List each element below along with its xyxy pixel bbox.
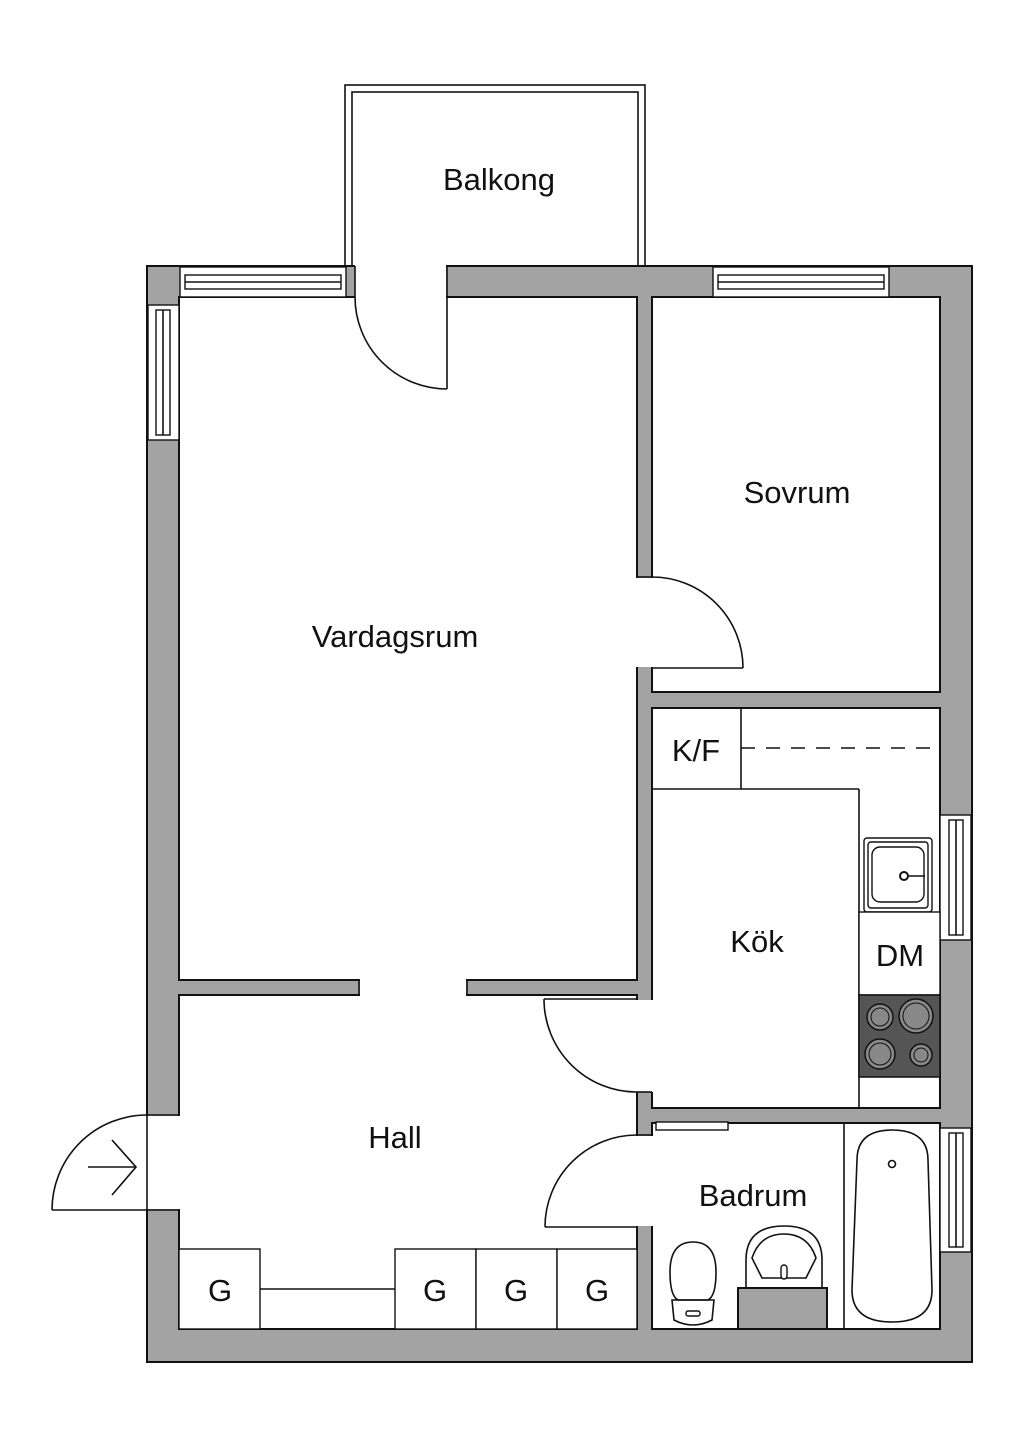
bathroom-sink-icon <box>737 1225 828 1330</box>
closet-label: G <box>208 1273 232 1308</box>
wardrobe-kf-label: K/F <box>672 733 720 768</box>
bathroom-door[interactable] <box>544 1134 638 1228</box>
window-bathroom-interior <box>655 1121 729 1131</box>
wall-openings <box>145 265 654 1226</box>
bathroom-label: Badrum <box>699 1178 808 1213</box>
closet-label: G <box>423 1273 447 1308</box>
kitchen-sink-icon <box>863 837 933 913</box>
balcony-door[interactable] <box>354 296 448 390</box>
kitchen-label: Kök <box>730 924 784 959</box>
closet-label: G <box>585 1273 609 1308</box>
kitchen-door[interactable] <box>543 998 638 1093</box>
window-kitchen <box>939 814 972 941</box>
balcony: Balkong <box>344 84 646 267</box>
entrance-door[interactable] <box>51 1114 148 1211</box>
dishwasher-label: DM <box>876 938 924 973</box>
dishwasher: DM <box>858 911 941 996</box>
toilet-icon <box>669 1241 717 1326</box>
closet-label: G <box>504 1273 528 1308</box>
window-left <box>147 304 180 441</box>
stove-icon <box>858 994 941 1078</box>
bedroom-door[interactable] <box>651 576 744 669</box>
bathtub-icon <box>843 1123 933 1329</box>
window-bathroom <box>939 1127 972 1253</box>
hall-label: Hall <box>368 1120 421 1155</box>
window-top-right <box>712 266 890 298</box>
window-top-left <box>179 266 347 298</box>
entrance-arrow-icon <box>88 1139 138 1196</box>
living-room-label: Vardagsrum <box>312 619 479 654</box>
wardrobe-kf: K/F <box>652 708 940 790</box>
bedroom-label: Sovrum <box>744 475 851 510</box>
closets: G G G G <box>178 1248 638 1330</box>
bedroom <box>651 296 941 693</box>
balcony-label: Balkong <box>443 162 555 197</box>
